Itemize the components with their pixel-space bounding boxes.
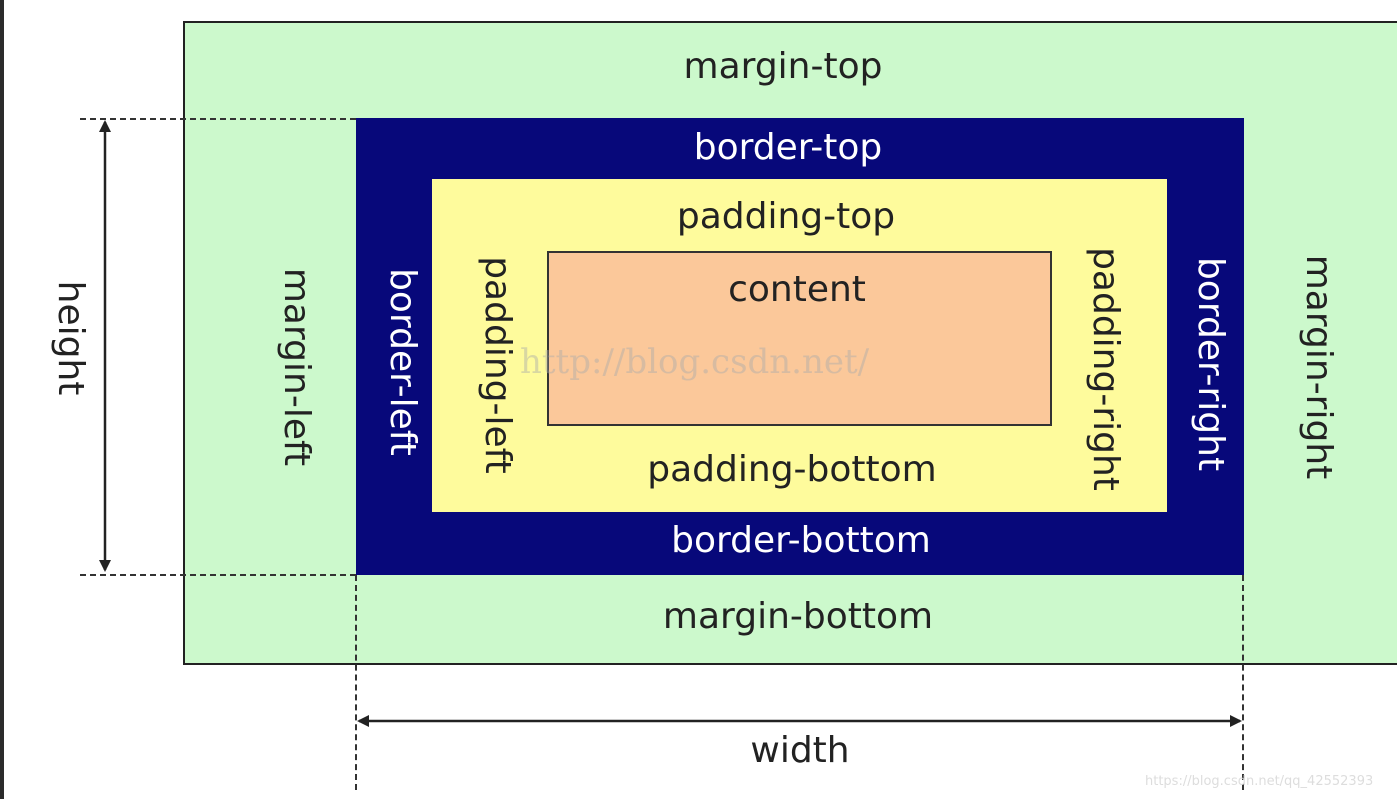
height-guide-bottom bbox=[80, 574, 356, 576]
height-label: height bbox=[50, 280, 91, 396]
corner-watermark: https://blog.csdn.net/qq_42552393 bbox=[1145, 774, 1374, 789]
margin-bottom-label: margin-bottom bbox=[662, 596, 934, 637]
border-bottom-label: border-bottom bbox=[671, 520, 931, 561]
width-guide-left bbox=[355, 575, 357, 790]
content-label: content bbox=[728, 269, 866, 310]
height-guide-top bbox=[80, 118, 356, 120]
width-guide-right bbox=[1242, 575, 1244, 790]
left-edge-strip bbox=[0, 0, 4, 799]
content-area bbox=[547, 251, 1052, 426]
width-label: width bbox=[750, 730, 850, 771]
watermark-text: http://blog.csdn.net/ bbox=[520, 342, 870, 382]
margin-top-label: margin-top bbox=[683, 46, 883, 87]
border-top-label: border-top bbox=[693, 127, 883, 168]
padding-top-label: padding-top bbox=[676, 196, 896, 237]
padding-bottom-label: padding-bottom bbox=[647, 449, 937, 490]
